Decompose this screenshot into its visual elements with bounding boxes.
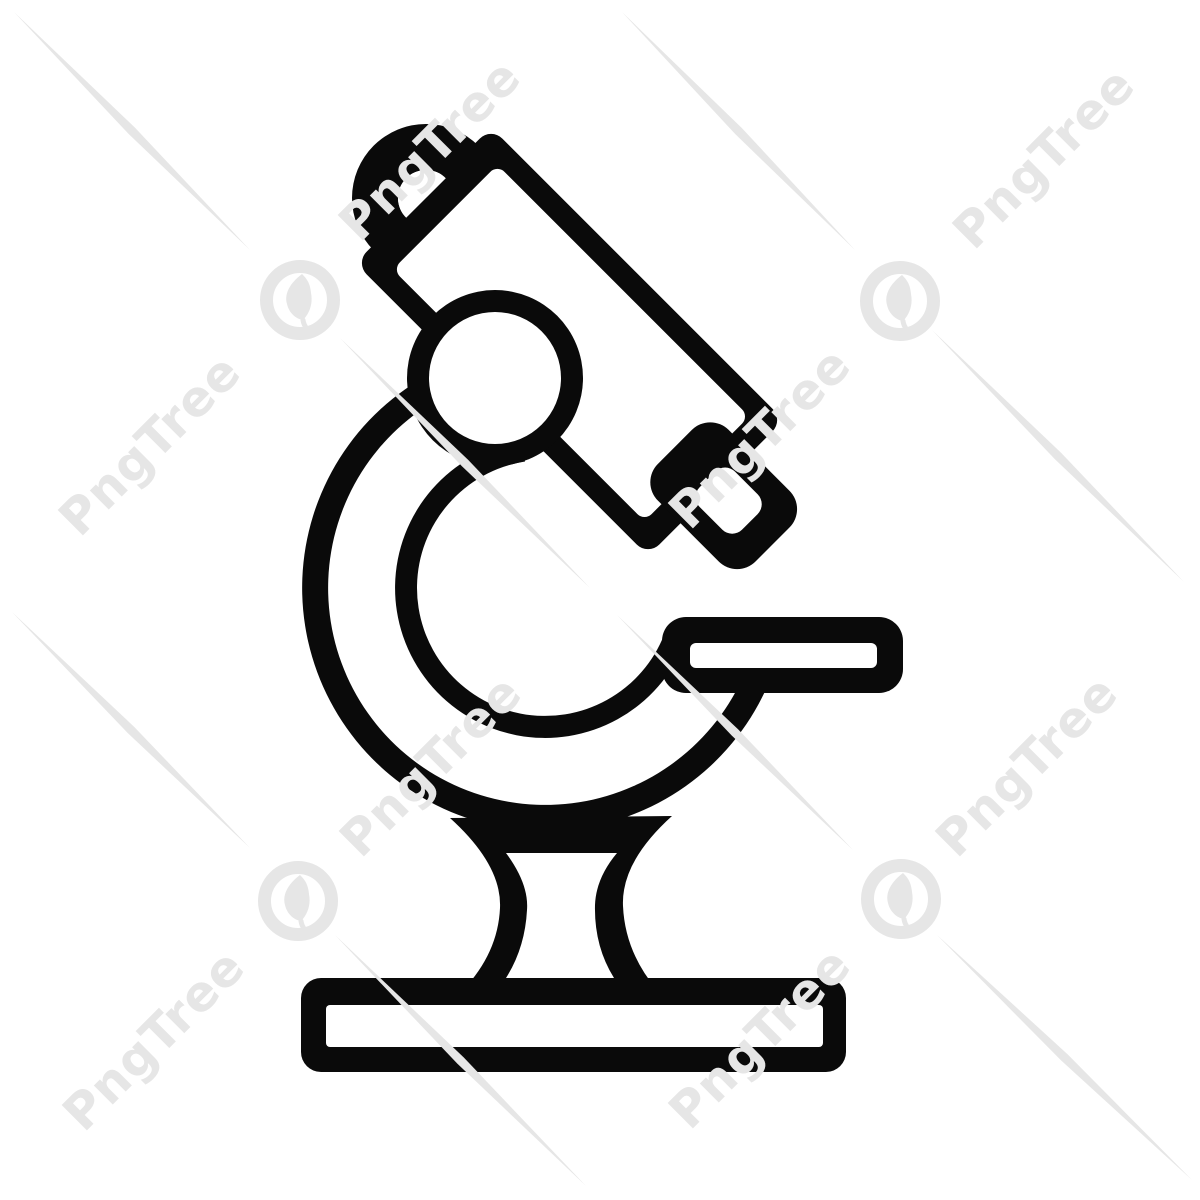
arm-band [328, 373, 748, 805]
eyepiece-arch-hole [398, 170, 446, 218]
watermark-diagonal-line [932, 330, 1184, 582]
pillar-inner [506, 853, 617, 978]
watermark-diagonal-line [340, 338, 590, 588]
watermark-diagonal-line [937, 935, 1192, 1180]
turret-hole [429, 312, 561, 444]
watermark-diagonal-line [622, 12, 855, 250]
objective-lens-window [695, 467, 762, 534]
stage-slot [690, 643, 877, 668]
eyepiece-arch [352, 124, 479, 251]
watermark-diagonal-line [335, 935, 586, 1186]
microscope-icon [301, 124, 903, 1072]
base-slot [326, 1005, 823, 1047]
watermark-diagonal-line [14, 12, 250, 250]
watermark-diagonal-line [617, 615, 853, 850]
watermark-diagonal-line [12, 612, 250, 848]
